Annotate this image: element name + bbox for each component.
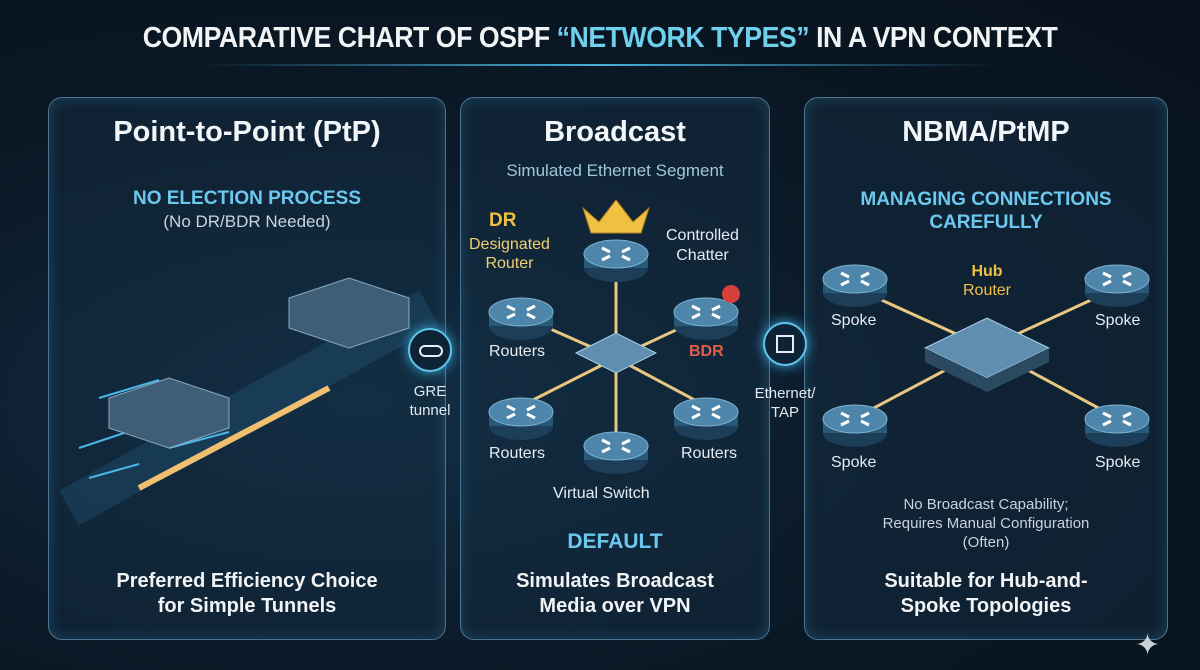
default-badge: DEFAULT (567, 530, 663, 553)
panel-broadcast: Broadcast Simulated Ethernet Segment DR … (460, 97, 770, 640)
panel-heading: NBMA/PtMP (902, 116, 1070, 148)
page-title: COMPARATIVE CHART OF OSPF “NETWORK TYPES… (142, 22, 1058, 54)
switch-icon (574, 332, 658, 374)
tunnel-pipe-icon (408, 328, 452, 372)
title-divider (200, 64, 1000, 66)
spoke-router-icon (1083, 403, 1151, 449)
router-box-icon (108, 377, 230, 449)
router-icon (582, 430, 650, 476)
spoke-router-icon (821, 403, 889, 449)
router-icon (487, 396, 555, 442)
sparkle-icon: ✦ (1135, 629, 1161, 662)
hub-spoke-diagram (821, 263, 1151, 449)
spoke-router-icon (821, 263, 889, 309)
dr-router-icon (582, 238, 650, 284)
router-icon (672, 396, 740, 442)
panel-point-to-point: Point-to-Point (PtP) NO ELECTION PROCESS… (48, 97, 446, 640)
crown-icon (581, 199, 651, 234)
panel-caption: NO ELECTION PROCESS (132, 188, 362, 209)
spoke-router-icon (1083, 263, 1151, 309)
panel-subcaption: (No DR/BDR Needed) (163, 212, 331, 231)
broadcast-diagram (487, 199, 740, 476)
x-badge-icon (722, 285, 740, 303)
panel-heading: Point-to-Point (PtP) (113, 116, 381, 148)
router-icon (487, 296, 555, 342)
tunnel-diagram (59, 277, 439, 526)
router-box-icon (288, 277, 410, 349)
panel-heading: Broadcast (544, 116, 686, 148)
panel-subtitle: Simulated Ethernet Segment (506, 161, 724, 180)
ethernet-port-icon (763, 322, 807, 366)
bdr-router-icon (672, 296, 740, 342)
